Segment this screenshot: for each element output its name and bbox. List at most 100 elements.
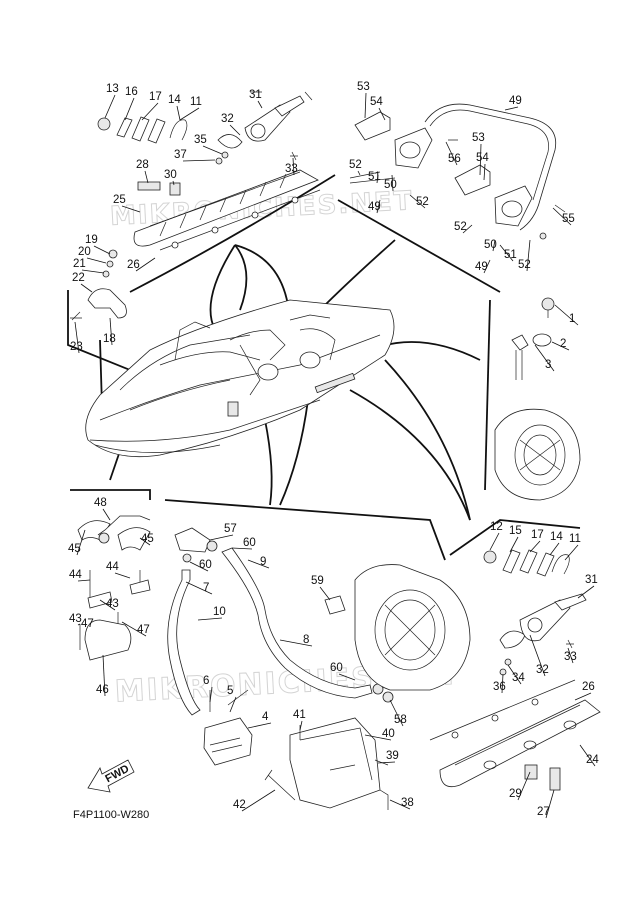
callout-14: 14 xyxy=(168,94,181,106)
callout-1: 1 xyxy=(569,313,575,325)
callout-32: 32 xyxy=(536,664,549,676)
callout-leader-26 xyxy=(574,692,592,701)
fwd-arrow: FWD xyxy=(87,759,135,793)
callout-leader-34 xyxy=(507,664,522,685)
callout-leader-18 xyxy=(109,317,113,346)
callout-13: 13 xyxy=(106,83,119,95)
callout-leader-57 xyxy=(209,534,234,541)
callout-56: 56 xyxy=(448,153,461,165)
callout-32: 32 xyxy=(221,113,234,125)
callout-20: 20 xyxy=(78,246,91,258)
callout-leader-51 xyxy=(499,244,514,262)
callout-leader-28 xyxy=(144,170,149,184)
callout-leader-17 xyxy=(529,540,541,553)
callout-8: 8 xyxy=(303,634,309,646)
callout-leader-43 xyxy=(99,599,116,611)
callout-46: 46 xyxy=(96,684,109,696)
callout-48: 48 xyxy=(94,497,107,509)
callout-leader-5 xyxy=(229,696,237,713)
figure-code: F4P1100-W280 xyxy=(73,809,149,821)
callout-leader-15 xyxy=(509,536,519,553)
callout-leader-2 xyxy=(551,341,570,351)
callout-leader-44 xyxy=(77,579,91,582)
callout-leader-21 xyxy=(81,269,105,274)
callout-7: 7 xyxy=(203,582,209,594)
callout-40: 40 xyxy=(382,728,395,740)
callout-11: 11 xyxy=(190,96,202,108)
callout-51: 51 xyxy=(368,171,381,183)
callout-leader-55 xyxy=(552,207,572,226)
callout-leader-1 xyxy=(554,304,579,326)
callout-53: 53 xyxy=(357,81,370,93)
callout-28: 28 xyxy=(136,159,149,171)
callout-leader-19 xyxy=(93,245,111,255)
callout-leader-49 xyxy=(376,199,381,214)
callout-leader-12 xyxy=(489,532,500,551)
bottom-center-parts xyxy=(167,527,384,801)
callout-58: 58 xyxy=(394,714,407,726)
callout-leader-23 xyxy=(74,321,80,354)
callout-54: 54 xyxy=(370,96,383,108)
callout-leader-42 xyxy=(241,789,276,812)
callout-leader-52 xyxy=(526,239,531,272)
callout-leader-32 xyxy=(229,124,241,136)
bracket-right-mid xyxy=(484,299,491,491)
callout-leader-59 xyxy=(319,586,331,601)
callout-leader-3 xyxy=(534,344,555,372)
callout-31: 31 xyxy=(249,89,262,101)
callout-12: 12 xyxy=(490,521,503,533)
callout-leader-17 xyxy=(141,102,159,121)
callout-11: 11 xyxy=(569,533,581,545)
bracket-left-mid xyxy=(67,290,131,371)
callout-49: 49 xyxy=(368,201,381,213)
callout-leader-33 xyxy=(567,647,574,664)
callout-leader-50 xyxy=(391,174,394,192)
callout-60: 60 xyxy=(243,537,256,549)
callout-leader-60 xyxy=(189,561,209,572)
callout-leader-54 xyxy=(483,163,486,181)
callout-35: 35 xyxy=(194,134,207,146)
top-right-parts xyxy=(349,103,566,240)
callout-leader-24 xyxy=(579,744,596,767)
callout-47: 47 xyxy=(81,618,94,630)
callout-leader-31 xyxy=(257,100,263,109)
callout-27: 27 xyxy=(537,806,550,818)
callout-leader-27 xyxy=(545,789,555,819)
callout-leader-32 xyxy=(529,634,546,677)
callout-leader-49 xyxy=(483,259,491,274)
callout-leader-56 xyxy=(445,141,458,166)
callout-10: 10 xyxy=(213,606,226,618)
callout-leader-11 xyxy=(564,544,579,561)
bracket-right-low xyxy=(449,519,581,556)
callout-26: 26 xyxy=(127,259,140,271)
callout-30: 30 xyxy=(164,169,177,181)
callout-33: 33 xyxy=(564,651,577,663)
callout-60: 60 xyxy=(199,559,212,571)
callout-leader-30 xyxy=(172,180,175,186)
fwd-label: FWD xyxy=(103,763,131,785)
callout-leader-41 xyxy=(299,720,303,731)
callout-14: 14 xyxy=(550,531,563,543)
callout-5: 5 xyxy=(227,685,233,697)
callout-leader-45 xyxy=(139,537,151,546)
callout-leader-45 xyxy=(76,529,86,556)
callout-leader-16 xyxy=(124,97,135,121)
callout-39: 39 xyxy=(386,750,399,762)
callout-38: 38 xyxy=(401,797,414,809)
callout-43: 43 xyxy=(69,613,82,625)
callout-leader-20 xyxy=(86,257,107,264)
callout-17: 17 xyxy=(149,91,162,103)
callout-31: 31 xyxy=(585,574,598,586)
callout-42: 42 xyxy=(233,799,246,811)
callout-leader-8 xyxy=(279,639,313,647)
callout-leader-46 xyxy=(102,654,106,697)
callout-leader-35 xyxy=(202,145,223,155)
callout-18: 18 xyxy=(103,333,116,345)
callout-leader-14 xyxy=(549,542,560,556)
callout-leader-52 xyxy=(462,224,473,234)
callout-3: 3 xyxy=(545,359,551,371)
callout-leader-52 xyxy=(409,194,426,209)
callout-9: 9 xyxy=(260,556,266,568)
